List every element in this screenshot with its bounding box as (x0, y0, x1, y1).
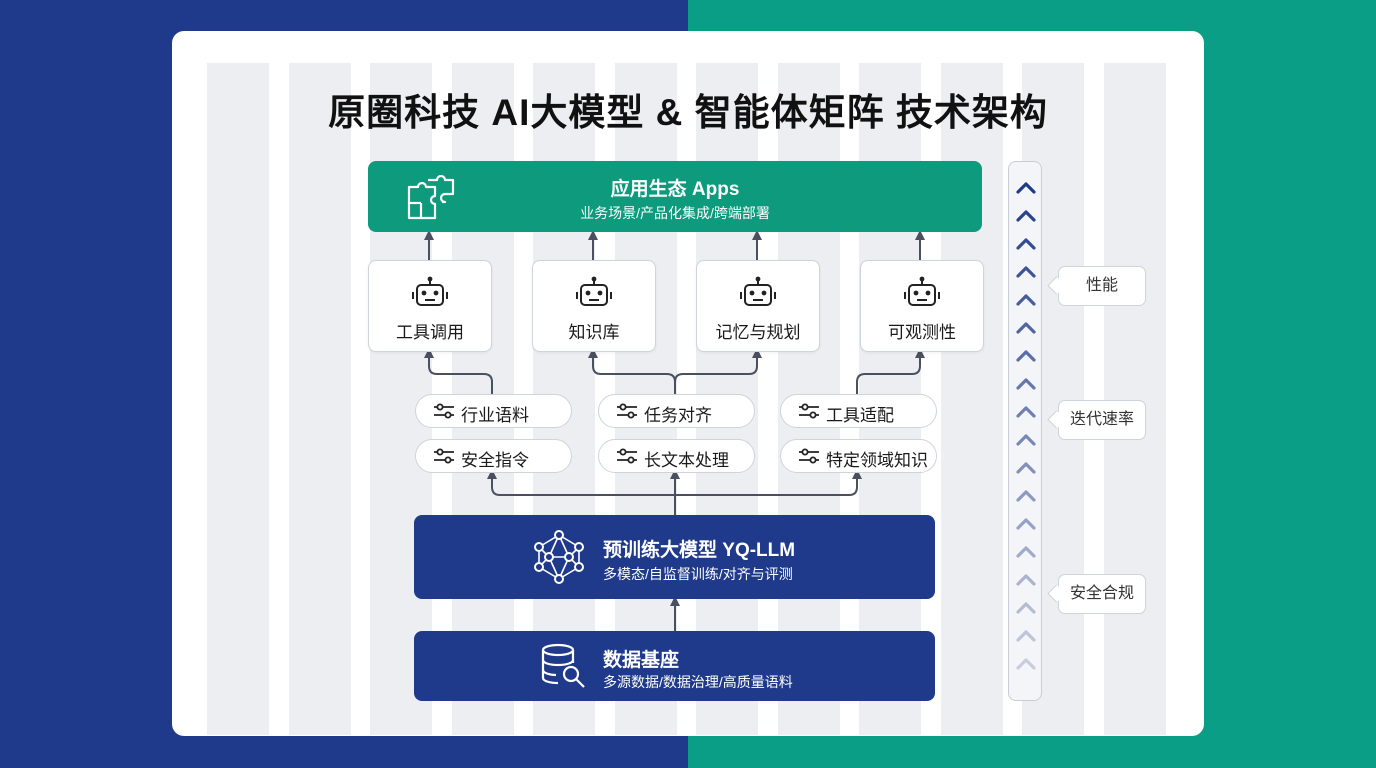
arrow-finetune-mid-to-agent3 (674, 348, 762, 383)
database-search-icon (541, 643, 585, 688)
data-title: 数据基座 (603, 650, 680, 671)
chevron-up-icon (1016, 238, 1036, 250)
progress-track (1008, 161, 1042, 701)
finetune-tool-adaptation: 工具适配 (780, 394, 937, 428)
data-foundation-layer: 数据基座 多源数据/数据治理/高质量语料 (414, 631, 935, 701)
chevron-up-icon (1016, 210, 1036, 222)
chevron-up-icon (1016, 490, 1036, 502)
robot-icon (576, 276, 612, 306)
robot-icon (740, 276, 776, 306)
sliders-icon (617, 448, 637, 464)
agent-tool-calling: 工具调用 (368, 260, 492, 352)
apps-subtitle: 业务场景/产品化集成/跨端部署 (580, 205, 770, 221)
llm-layer: 预训练大模型 YQ-LLM 多模态/自监督训练/对齐与评测 (414, 515, 935, 599)
data-subtitle: 多源数据/数据治理/高质量语料 (603, 674, 793, 690)
background-stripe (207, 63, 269, 735)
pill-label: 任务对齐 (644, 406, 712, 425)
agent-label: 知识库 (568, 323, 620, 342)
background-stripe (289, 63, 351, 735)
chevron-up-icon (1016, 378, 1036, 390)
chevron-up-icon (1016, 658, 1036, 670)
chevron-up-icon (1016, 518, 1036, 530)
arrow-finetune-mid-to-agent2 (588, 348, 676, 394)
finetune-industry-corpus: 行业语料 (415, 394, 572, 428)
metric-security-compliance: 安全合规 (1047, 574, 1146, 614)
finetune-task-alignment: 任务对齐 (598, 394, 755, 428)
chevron-up-icon (1016, 350, 1036, 362)
llm-subtitle: 多模态/自监督训练/对齐与评测 (603, 566, 793, 582)
chevron-up-icon (1016, 462, 1036, 474)
llm-title: 预训练大模型 YQ-LLM (603, 540, 796, 561)
background-stripe (1104, 63, 1166, 735)
arrow-finetune-left-to-agent1 (424, 348, 493, 394)
metric-label: 迭代速率 (1069, 411, 1134, 428)
arrow-finetune-right-to-agent4 (856, 348, 925, 394)
sliders-icon (434, 448, 454, 464)
apps-title: 应用生态 Apps (610, 179, 740, 200)
chevron-up-icon (1016, 294, 1036, 306)
chevron-up-icon (1016, 546, 1036, 558)
metric-performance: 性能 (1047, 266, 1146, 306)
arrow-llm-to-finetune-right (675, 469, 862, 496)
chevron-up-icon (1016, 266, 1036, 278)
finetune-safety-instructions: 安全指令 (415, 439, 572, 473)
pill-label: 长文本处理 (644, 451, 729, 470)
pill-label: 安全指令 (461, 451, 529, 470)
sliders-icon (799, 403, 819, 419)
apps-layer: 应用生态 Apps 业务场景/产品化集成/跨端部署 (368, 161, 982, 232)
neural-network-icon (534, 530, 584, 584)
agent-label: 记忆与规划 (715, 323, 801, 342)
robot-icon (904, 276, 940, 306)
arrow-llm-to-finetune-left (487, 469, 675, 496)
metric-label: 安全合规 (1069, 585, 1134, 602)
agent-label: 工具调用 (396, 323, 464, 342)
pill-label: 行业语料 (461, 406, 529, 425)
chevron-up-icon (1016, 630, 1036, 642)
chevron-up-icon (1016, 602, 1036, 614)
agent-label: 可观测性 (888, 323, 956, 342)
chevron-up-icon (1016, 574, 1036, 586)
agent-knowledge-base: 知识库 (532, 260, 656, 352)
robot-icon (412, 276, 448, 306)
puzzle-icon (407, 175, 455, 220)
pill-label: 特定领域知识 (826, 451, 928, 470)
chevron-up-icon (1016, 406, 1036, 418)
chevron-up-icon (1016, 434, 1036, 446)
agent-observability: 可观测性 (860, 260, 984, 352)
finetune-domain-knowledge: 特定领域知识 (780, 439, 937, 473)
metric-label: 性能 (1085, 277, 1118, 294)
diagram-title: 原圈科技 AI大模型 & 智能体矩阵 技术架构 (328, 92, 1048, 133)
agent-memory-planning: 记忆与规划 (696, 260, 820, 352)
pill-label: 工具适配 (826, 406, 894, 425)
sliders-icon (434, 403, 454, 419)
sliders-icon (617, 403, 637, 419)
finetune-long-context: 长文本处理 (598, 439, 755, 473)
metric-iteration-speed: 迭代速率 (1047, 400, 1146, 440)
chevron-up-icon (1016, 322, 1036, 334)
chevron-up-icon (1016, 182, 1036, 194)
sliders-icon (799, 448, 819, 464)
